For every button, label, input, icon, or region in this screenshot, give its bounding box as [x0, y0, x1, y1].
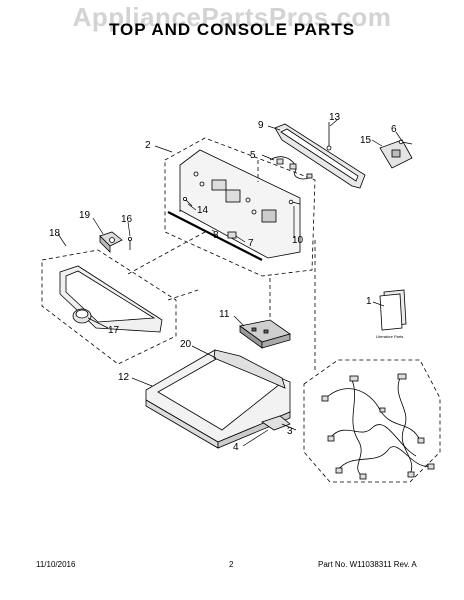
callout-15: 15 — [360, 135, 372, 146]
small-wire-harness — [269, 156, 313, 180]
callout-2: 2 — [145, 140, 151, 151]
callout-7: 7 — [248, 238, 254, 249]
screw-14 — [182, 196, 193, 207]
screw-6 — [398, 139, 413, 145]
console-panel — [179, 149, 301, 259]
callout-8: 8 — [213, 230, 219, 241]
callout-5: 5 — [250, 150, 256, 161]
harness-group-outline — [303, 359, 441, 483]
callout-12: 12 — [118, 372, 130, 383]
knob-group-outline — [41, 249, 177, 365]
callout-20: 20 — [180, 339, 192, 350]
page-title: TOP AND CONSOLE PARTS — [108, 20, 356, 39]
callout-3: 3 — [287, 426, 293, 437]
callout-16: 16 — [121, 214, 133, 225]
callout-13: 13 — [329, 112, 341, 123]
screw-16 — [127, 236, 132, 250]
top-panel — [145, 349, 291, 449]
watermark: AppliancePartsPros.com — [72, 2, 392, 32]
knob-17 — [72, 308, 92, 324]
clip-7 — [227, 231, 237, 239]
footer-page-number: 2 — [229, 560, 234, 569]
screw-13 — [326, 122, 332, 151]
callout-6: 6 — [391, 124, 397, 135]
literature-parts — [379, 289, 407, 331]
callout-4: 4 — [233, 442, 239, 453]
callout-10: 10 — [292, 235, 304, 246]
console-lens — [274, 123, 366, 189]
encoder-19 — [99, 231, 123, 253]
literature-parts-label: Literature Parts — [376, 334, 403, 339]
callout-17: 17 — [108, 325, 120, 336]
callout-14: 14 — [197, 205, 209, 216]
callout-18: 18 — [49, 228, 61, 239]
control-board — [239, 319, 291, 349]
screw-10 — [288, 199, 301, 205]
footer-date: 11/10/2016 — [36, 560, 76, 569]
console-group-outline — [164, 137, 316, 277]
main-wire-harness — [321, 373, 435, 480]
callout-11: 11 — [219, 309, 230, 320]
hinge-bracket — [261, 415, 291, 431]
callout-1: 1 — [366, 296, 372, 307]
bracket-15 — [379, 139, 413, 169]
console-trim-strip — [167, 211, 263, 261]
callout-9: 9 — [258, 120, 264, 131]
callout-19: 19 — [79, 210, 91, 221]
footer-part-number: Part No. W11038311 Rev. A — [318, 560, 417, 569]
